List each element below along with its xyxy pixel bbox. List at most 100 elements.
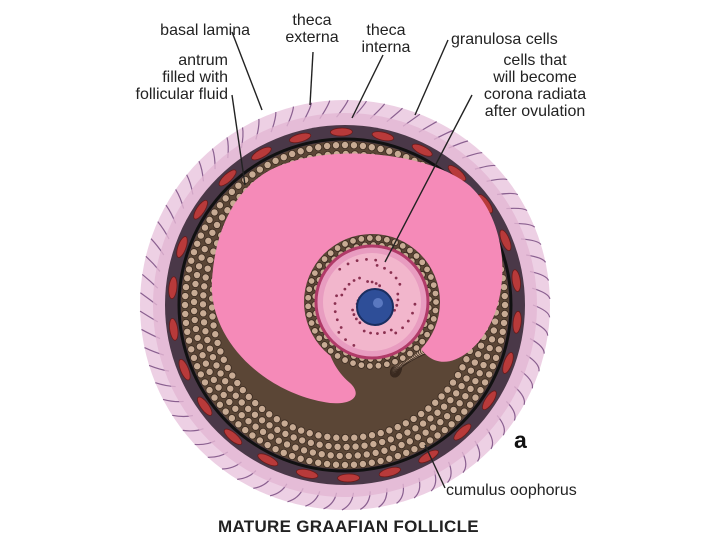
granulosa-cell [209, 313, 216, 320]
ooplasm-dot [338, 268, 341, 271]
granulosa-cell [299, 437, 306, 444]
leader-basal-lamina [232, 32, 262, 110]
granulosa-cell [207, 256, 214, 263]
corona-cell [424, 266, 431, 273]
corona-cell [312, 270, 319, 277]
granulosa-cell [402, 420, 409, 427]
granulosa-cell [212, 331, 219, 338]
ooplasm-dot [351, 309, 354, 312]
granulosa-cell [282, 430, 289, 437]
granulosa-cell [202, 360, 209, 367]
label-theca-interna: theca interna [346, 22, 426, 56]
granulosa-cell [501, 292, 508, 299]
ooplasm-dot [374, 259, 377, 262]
granulosa-cell [386, 427, 393, 434]
granulosa-cell [232, 405, 239, 412]
granulosa-cell [217, 348, 224, 355]
granulosa-cell [213, 221, 220, 228]
granulosa-cell [359, 142, 366, 149]
granulosa-cell [201, 224, 208, 231]
granulosa-cell [438, 393, 445, 400]
granulosa-cell [422, 429, 429, 436]
granulosa-cell [368, 432, 375, 439]
granulosa-cell [220, 356, 227, 363]
granulosa-cell [264, 441, 271, 448]
ooplasm-dot [395, 304, 398, 307]
granulosa-cell [213, 362, 220, 369]
granulosa-cell [181, 301, 188, 308]
corona-cell [316, 335, 323, 342]
corona-cell [321, 342, 328, 349]
granulosa-cell [333, 434, 340, 441]
granulosa-cell [394, 452, 401, 459]
granulosa-cell [211, 209, 218, 216]
label-corona-radiata: cells that will become corona radiata af… [475, 52, 595, 120]
granulosa-cell [196, 343, 203, 350]
granulosa-cell [307, 439, 314, 446]
granulosa-cell [249, 171, 256, 178]
granulosa-cell [281, 420, 288, 427]
corona-cell [430, 282, 437, 289]
granulosa-cell [214, 339, 221, 346]
granulosa-cell [206, 216, 213, 223]
granulosa-cell [459, 364, 466, 371]
granulosa-cell [341, 461, 348, 468]
granulosa-cell [232, 392, 239, 399]
granulosa-cell [455, 415, 462, 422]
granulosa-cell [323, 460, 330, 467]
granulosa-cell [360, 433, 367, 440]
ooplasm-dot [352, 344, 355, 347]
granulosa-cell [332, 461, 339, 468]
ooplasm-dot [363, 330, 366, 333]
granulosa-cell [234, 379, 241, 386]
ooplasm-dot [394, 332, 397, 335]
granulosa-cell [418, 410, 425, 417]
granulosa-cell [316, 441, 323, 448]
granulosa-cell [448, 421, 455, 428]
granulosa-cell [191, 289, 198, 296]
granulosa-cell [206, 345, 213, 352]
granulosa-cell [204, 265, 211, 272]
granulosa-cell [444, 386, 451, 393]
granulosa-cell [245, 405, 252, 412]
granulosa-cell [289, 424, 296, 431]
ooplasm-dot [348, 283, 351, 286]
granulosa-cell [425, 405, 432, 412]
granulosa-cell [486, 371, 493, 378]
granulosa-cell [190, 354, 197, 361]
granulosa-cell [394, 424, 401, 431]
granulosa-cell [500, 319, 507, 326]
granulosa-cell [458, 382, 465, 389]
granulosa-cell [495, 346, 502, 353]
granulosa-cell [228, 415, 235, 422]
corona-cell [399, 355, 406, 362]
granulosa-cell [218, 214, 225, 221]
label-basal-lamina: basal lamina [140, 22, 250, 39]
granulosa-cell [211, 394, 218, 401]
granulosa-cell [472, 378, 479, 385]
granulosa-cell [249, 432, 256, 439]
granulosa-cell [430, 424, 437, 431]
ooplasm-dot [401, 326, 404, 329]
corona-cell [392, 358, 399, 365]
corona-cell [305, 303, 312, 310]
granulosa-cell [275, 437, 282, 444]
granulosa-cell [280, 449, 287, 456]
granulosa-cell [222, 378, 229, 385]
granulosa-cell [197, 371, 204, 378]
ooplasm-dot [383, 331, 386, 334]
granulosa-cell [193, 271, 200, 278]
granulosa-cell [449, 379, 456, 386]
granulosa-cell [432, 399, 439, 406]
ooplasm-dot [356, 259, 359, 262]
corona-cell [384, 361, 391, 368]
granulosa-cell [222, 195, 229, 202]
ooplasm-dot [378, 284, 381, 287]
granulosa-cell [216, 202, 223, 209]
label-granulosa-cells: granulosa cells [451, 31, 558, 48]
granulosa-cell [475, 351, 482, 358]
granulosa-cell [204, 336, 211, 343]
granulosa-cell [343, 443, 350, 450]
granulosa-cell [194, 334, 201, 341]
corona-cell [428, 274, 435, 281]
